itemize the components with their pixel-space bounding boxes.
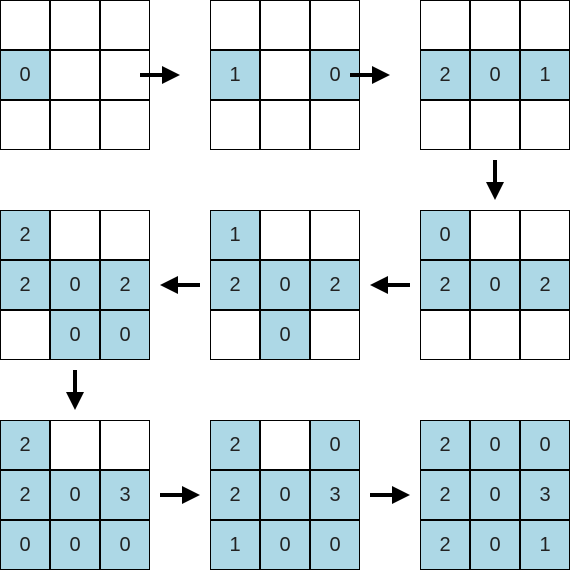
- grid-6-cell-r3c1: [420, 310, 470, 360]
- arrow-right-icon: [350, 66, 390, 84]
- arrow-down-icon: [486, 160, 504, 200]
- grid-8-cell-r3c1: 1: [210, 520, 260, 570]
- grid-5-cell-r1c3: [310, 210, 360, 260]
- grid-1-cell-r1c1: [0, 0, 50, 50]
- grid-2-cell-r3c3: [310, 100, 360, 150]
- grid-7-cell-r1c1: 2: [0, 420, 50, 470]
- grid-9-cell-r2c3: 3: [520, 470, 570, 520]
- grid-3-cell-r3c3: [520, 100, 570, 150]
- grid-2-cell-r2c2: [260, 50, 310, 100]
- grid-8-cell-r1c2: [260, 420, 310, 470]
- arrow-right-icon: [160, 486, 200, 504]
- grid-9-cell-r1c2: 0: [470, 420, 520, 470]
- grid-3-cell-r1c3: [520, 0, 570, 50]
- grid-8-cell-r3c3: 0: [310, 520, 360, 570]
- grid-7-cell-r3c3: 0: [100, 520, 150, 570]
- grid-1-cell-r1c2: [50, 0, 100, 50]
- grid-1-cell-r1c3: [100, 0, 150, 50]
- grid-2-cell-r2c1: 1: [210, 50, 260, 100]
- grid-4-cell-r2c2: 0: [50, 260, 100, 310]
- grid-6-cell-r2c3: 2: [520, 260, 570, 310]
- grid-6-cell-r3c3: [520, 310, 570, 360]
- grid-1-cell-r2c2: [50, 50, 100, 100]
- grid-7-cell-r3c2: 0: [50, 520, 100, 570]
- grid-5-cell-r2c1: 2: [210, 260, 260, 310]
- grid-9-cell-r2c2: 0: [470, 470, 520, 520]
- grid-6-cell-r1c2: [470, 210, 520, 260]
- grid-1-cell-r3c3: [100, 100, 150, 150]
- grid-1-cell-r3c2: [50, 100, 100, 150]
- grid-3-cell-r2c1: 2: [420, 50, 470, 100]
- grid-2-cell-r3c2: [260, 100, 310, 150]
- grid-5-cell-r2c3: 2: [310, 260, 360, 310]
- grid-4-cell-r1c1: 2: [0, 210, 50, 260]
- grid-6-cell-r2c1: 2: [420, 260, 470, 310]
- grid-7-cell-r2c3: 3: [100, 470, 150, 520]
- grid-4-cell-r1c2: [50, 210, 100, 260]
- grid-3-cell-r3c2: [470, 100, 520, 150]
- grid-3-cell-r3c1: [420, 100, 470, 150]
- grid-6-cell-r2c2: 0: [470, 260, 520, 310]
- grid-9-cell-r1c3: 0: [520, 420, 570, 470]
- grid-8-cell-r2c2: 0: [260, 470, 310, 520]
- grid-4-cell-r3c3: 0: [100, 310, 150, 360]
- grid-5-cell-r3c1: [210, 310, 260, 360]
- arrow-right-icon: [370, 486, 410, 504]
- grid-3-cell-r1c1: [420, 0, 470, 50]
- grid-3-cell-r2c3: 1: [520, 50, 570, 100]
- grid-2-cell-r1c1: [210, 0, 260, 50]
- arrow-left-icon: [370, 276, 410, 294]
- grid-4-cell-r2c3: 2: [100, 260, 150, 310]
- grid-7-cell-r1c2: [50, 420, 100, 470]
- grid-8-cell-r3c2: 0: [260, 520, 310, 570]
- grid-3-cell-r1c2: [470, 0, 520, 50]
- grid-9-cell-r1c1: 2: [420, 420, 470, 470]
- grid-7-cell-r2c2: 0: [50, 470, 100, 520]
- grid-5-cell-r1c2: [260, 210, 310, 260]
- grid-3-cell-r2c2: 0: [470, 50, 520, 100]
- grid-4-cell-r2c1: 2: [0, 260, 50, 310]
- grid-4-cell-r3c1: [0, 310, 50, 360]
- grid-2-cell-r3c1: [210, 100, 260, 150]
- grid-8-cell-r1c1: 2: [210, 420, 260, 470]
- grid-9-cell-r3c2: 0: [470, 520, 520, 570]
- arrow-right-icon: [140, 66, 180, 84]
- grid-1-cell-r2c1: 0: [0, 50, 50, 100]
- grid-1-cell-r3c1: [0, 100, 50, 150]
- grid-9-cell-r2c1: 2: [420, 470, 470, 520]
- grid-6-cell-r1c3: [520, 210, 570, 260]
- grid-5-cell-r2c2: 0: [260, 260, 310, 310]
- grid-8-cell-r1c3: 0: [310, 420, 360, 470]
- grid-2-cell-r1c3: [310, 0, 360, 50]
- arrow-down-icon: [66, 370, 84, 410]
- grid-4-cell-r3c2: 0: [50, 310, 100, 360]
- grid-6-cell-r3c2: [470, 310, 520, 360]
- grid-7-cell-r3c1: 0: [0, 520, 50, 570]
- grid-6-cell-r1c1: 0: [420, 210, 470, 260]
- grid-9-cell-r3c3: 1: [520, 520, 570, 570]
- grid-5-cell-r3c2: 0: [260, 310, 310, 360]
- grid-8-cell-r2c1: 2: [210, 470, 260, 520]
- grid-5-cell-r1c1: 1: [210, 210, 260, 260]
- arrow-left-icon: [160, 276, 200, 294]
- grid-4-cell-r1c3: [100, 210, 150, 260]
- grid-8-cell-r2c3: 3: [310, 470, 360, 520]
- grid-9-cell-r3c1: 2: [420, 520, 470, 570]
- grid-5-cell-r3c3: [310, 310, 360, 360]
- grid-7-cell-r1c3: [100, 420, 150, 470]
- grid-2-cell-r1c2: [260, 0, 310, 50]
- grid-7-cell-r2c1: 2: [0, 470, 50, 520]
